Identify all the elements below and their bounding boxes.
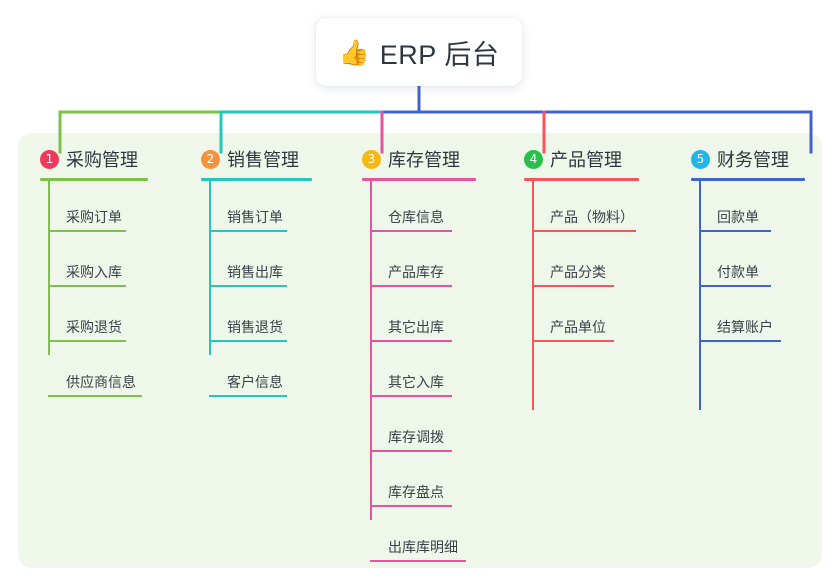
leaf-item-label: 销售退货 — [227, 319, 283, 335]
leaf-item[interactable]: 采购入库 — [48, 261, 126, 287]
leaf-item-label: 产品（物料） — [550, 209, 634, 225]
leaf-item-underline — [370, 340, 452, 342]
leaf-item[interactable]: 采购退货 — [48, 316, 126, 342]
column-number-badge: 5 — [691, 149, 710, 169]
leaf-item-label: 产品单位 — [550, 319, 606, 335]
column-title: 产品管理 — [550, 150, 622, 170]
leaf-item-underline — [48, 340, 126, 342]
leaf-item-underline — [209, 230, 287, 232]
leaf-item-label: 付款单 — [717, 264, 759, 280]
column-header-2[interactable]: 2 销售管理 — [201, 146, 299, 172]
leaf-item-label: 产品分类 — [550, 264, 606, 280]
leaf-item[interactable]: 出库库明细 — [370, 536, 466, 562]
leaf-item-label: 采购入库 — [66, 264, 122, 280]
leaf-item-label: 库存调拨 — [388, 429, 444, 445]
leaf-item[interactable]: 供应商信息 — [48, 371, 142, 397]
column-number-badge: 4 — [524, 149, 543, 169]
leaf-item-underline — [48, 285, 126, 287]
root-node-label: ERP 后台 — [379, 39, 500, 70]
leaf-item-underline — [532, 230, 636, 232]
leaf-item-label: 供应商信息 — [66, 374, 136, 390]
leaf-item-label: 库存盘点 — [388, 484, 444, 500]
leaf-item[interactable]: 结算账户 — [699, 316, 781, 342]
leaf-item[interactable]: 销售退货 — [209, 316, 287, 342]
column-underline — [40, 178, 148, 181]
leaf-item-label: 其它出库 — [388, 319, 444, 335]
column-title: 库存管理 — [388, 150, 460, 170]
leaf-item-underline — [48, 230, 126, 232]
column-trunk — [532, 180, 534, 410]
leaf-item-underline — [370, 230, 452, 232]
leaf-item-label: 其它入库 — [388, 374, 444, 390]
leaf-item-label: 仓库信息 — [388, 209, 444, 225]
leaf-item-label: 采购退货 — [66, 319, 122, 335]
column-header-4[interactable]: 4 产品管理 — [524, 146, 622, 172]
column-trunk — [209, 180, 211, 355]
column-underline — [691, 178, 805, 181]
leaf-item-label: 结算账户 — [717, 319, 773, 335]
leaf-item[interactable]: 产品库存 — [370, 261, 452, 287]
leaf-item-underline — [699, 230, 771, 232]
leaf-item-underline — [532, 285, 614, 287]
leaf-item[interactable]: 产品单位 — [532, 316, 614, 342]
leaf-item-underline — [370, 505, 452, 507]
column-underline — [201, 178, 312, 181]
leaf-item-label: 产品库存 — [388, 264, 444, 280]
column-title: 采购管理 — [66, 150, 138, 170]
column-trunk — [699, 180, 701, 410]
leaf-item-underline — [209, 340, 287, 342]
column-number-badge: 2 — [201, 149, 220, 169]
leaf-item-underline — [699, 285, 771, 287]
leaf-item[interactable]: 销售出库 — [209, 261, 287, 287]
leaf-item[interactable]: 销售订单 — [209, 206, 287, 232]
root-node[interactable]: 👍 ERP 后台 — [316, 18, 522, 86]
column-underline — [524, 178, 639, 181]
leaf-item[interactable]: 其它出库 — [370, 316, 452, 342]
leaf-item-label: 客户信息 — [227, 374, 283, 390]
column-title: 财务管理 — [717, 150, 789, 170]
column-underline — [362, 178, 476, 181]
column-title: 销售管理 — [227, 150, 299, 170]
leaf-item-label: 出库库明细 — [388, 539, 458, 555]
thumbs-up-icon: 👍 — [338, 38, 370, 67]
column-number-badge: 3 — [362, 149, 381, 169]
leaf-item[interactable]: 回款单 — [699, 206, 771, 232]
leaf-item-underline — [209, 395, 287, 397]
leaf-item-label: 回款单 — [717, 209, 759, 225]
column-number-badge: 1 — [40, 149, 59, 169]
leaf-item-underline — [532, 340, 614, 342]
column-header-3[interactable]: 3 库存管理 — [362, 146, 460, 172]
leaf-item-underline — [370, 285, 452, 287]
leaf-item-label: 采购订单 — [66, 209, 122, 225]
leaf-item[interactable]: 采购订单 — [48, 206, 126, 232]
column-header-1[interactable]: 1 采购管理 — [40, 146, 138, 172]
leaf-item-underline — [370, 395, 452, 397]
leaf-item[interactable]: 产品（物料） — [532, 206, 636, 232]
column-trunk — [370, 180, 372, 520]
leaf-item-underline — [209, 285, 287, 287]
column-trunk — [48, 180, 50, 355]
leaf-item[interactable]: 仓库信息 — [370, 206, 452, 232]
leaf-item-label: 销售订单 — [227, 209, 283, 225]
leaf-item-underline — [48, 395, 142, 397]
leaf-item[interactable]: 产品分类 — [532, 261, 614, 287]
leaf-item[interactable]: 客户信息 — [209, 371, 287, 397]
leaf-item-underline — [699, 340, 781, 342]
leaf-item[interactable]: 付款单 — [699, 261, 771, 287]
leaf-item[interactable]: 其它入库 — [370, 371, 452, 397]
leaf-item[interactable]: 库存调拨 — [370, 426, 452, 452]
column-header-5[interactable]: 5 财务管理 — [691, 146, 789, 172]
diagram-panel — [18, 133, 822, 568]
leaf-item-underline — [370, 450, 452, 452]
leaf-item[interactable]: 库存盘点 — [370, 481, 452, 507]
leaf-item-underline — [370, 560, 466, 562]
leaf-item-label: 销售出库 — [227, 264, 283, 280]
